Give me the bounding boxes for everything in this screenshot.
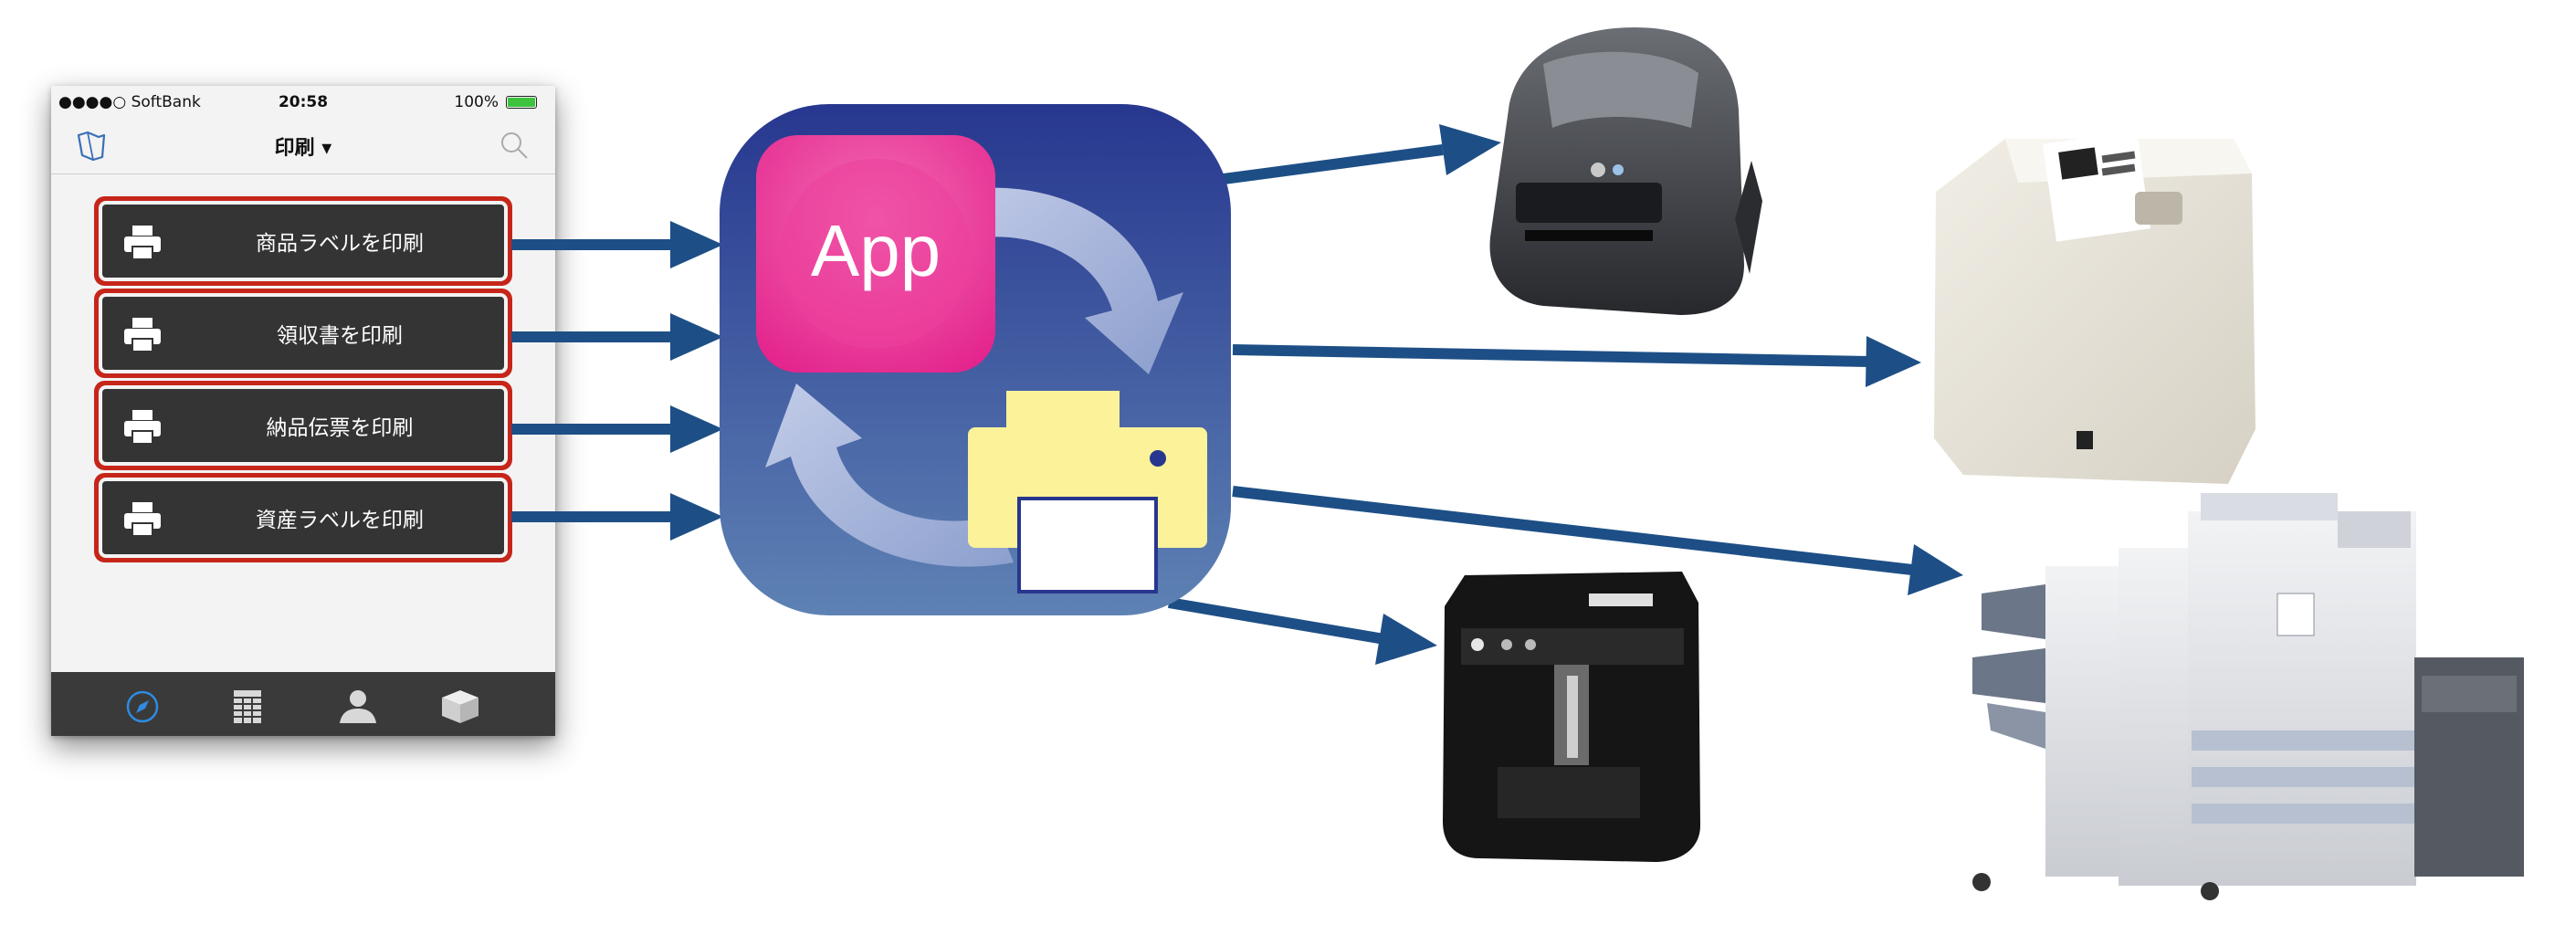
button-label: 納品伝票を印刷 [266, 416, 414, 440]
cycle-arrows-icon [765, 187, 1183, 567]
arrow-head [1866, 336, 1921, 387]
nav-bar: 印刷 ▾ [51, 117, 555, 174]
print-product-label-button[interactable]: 商品ラベルを印刷 [102, 205, 504, 278]
compass-icon[interactable] [124, 688, 161, 725]
button-label: 資産ラベルを印刷 [256, 509, 424, 532]
phone-screenshot: ●●●●○ SoftBank 20:58 100% 印刷 ▾ 商品ラベルを印 [51, 86, 555, 736]
arrow-shaft [511, 511, 676, 522]
arrow-head [670, 493, 723, 541]
app-badge-text: App [811, 210, 941, 291]
epson-receipt-printer-image [1934, 131, 2255, 484]
phone-to-app-arrows [511, 221, 723, 541]
arrow-head [1908, 544, 1963, 595]
arrow-head [670, 313, 723, 361]
search-icon[interactable] [499, 130, 530, 161]
arrow-to-epson [1232, 344, 1871, 367]
carrier-label: ●●●●○ SoftBank [58, 93, 201, 111]
nav-title[interactable]: 印刷 ▾ [274, 137, 332, 160]
arrow-to-tepra [1167, 597, 1386, 645]
printer-icon [124, 410, 161, 445]
battery-percent: 100% [454, 93, 499, 111]
status-bar: ●●●●○ SoftBank 20:58 100% [51, 86, 555, 117]
tepra-label-printer-image [1443, 572, 1700, 862]
arrow-head [670, 221, 723, 268]
brother-label-printer-image [1489, 27, 1762, 315]
app-to-printer-arrows [1167, 124, 1963, 665]
office-multifunction-printer-image [1972, 493, 2524, 900]
arrow-head [1375, 614, 1437, 665]
button-label: 商品ラベルを印刷 [256, 232, 424, 256]
arrow-to-brother [1223, 144, 1444, 184]
print-asset-label-button[interactable]: 資産ラベルを印刷 [102, 481, 504, 554]
print-receipt-button[interactable]: 領収書を印刷 [102, 297, 504, 370]
printer-icon [124, 318, 161, 352]
person-icon[interactable] [338, 688, 378, 725]
battery-icon [506, 96, 537, 109]
arrow-shaft [511, 424, 676, 435]
arrow-shaft [511, 331, 676, 342]
printer-icon [124, 226, 161, 260]
map-folder-icon[interactable] [75, 130, 108, 163]
app-icon: App [720, 104, 1231, 615]
spreadsheet-icon[interactable] [232, 688, 263, 725]
arrow-shaft [511, 239, 676, 250]
arrow-head [1439, 124, 1501, 175]
box-icon[interactable] [440, 688, 480, 725]
arrow-head [670, 405, 723, 453]
print-delivery-slip-button[interactable]: 納品伝票を印刷 [102, 389, 504, 462]
arrow-to-mfp [1232, 486, 1913, 575]
tab-bar [51, 672, 555, 736]
printer-glyph-icon [968, 391, 1207, 594]
clock: 20:58 [278, 93, 329, 111]
button-label: 領収書を印刷 [277, 324, 403, 348]
printer-icon [124, 502, 161, 537]
